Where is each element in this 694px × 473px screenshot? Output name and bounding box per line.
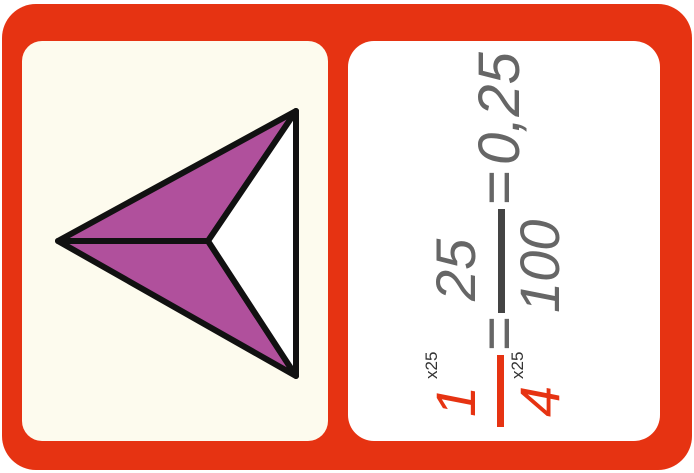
equation: 1 x25 4 x25 = 25 100 = 0,25: [348, 41, 660, 441]
gray-fraction-bar: [498, 209, 505, 313]
equation-rotated: 1 x25 4 x25 = 25 100 = 0,25: [414, 51, 594, 431]
triangle-right-part: [205, 108, 299, 379]
multiplier-top: x25: [422, 351, 441, 379]
equation-panel: 1 x25 4 x25 = 25 100 = 0,25: [348, 41, 660, 441]
gray-denominator: 100: [508, 219, 571, 313]
figure-panel: [22, 41, 328, 441]
gray-numerator: 25: [424, 238, 487, 301]
equals-sign-1: =: [465, 315, 532, 351]
multiplier-bottom: x25: [508, 351, 527, 379]
divided-triangle-figure: [55, 108, 299, 379]
red-numerator: 1: [424, 385, 487, 417]
fraction-card: 1 x25 4 x25 = 25 100 = 0,25: [2, 4, 692, 470]
red-fraction-bar: [497, 355, 504, 427]
red-denominator: 4: [508, 385, 571, 417]
decimal-value: 0,25: [467, 52, 532, 165]
equals-sign-2: =: [465, 169, 532, 205]
